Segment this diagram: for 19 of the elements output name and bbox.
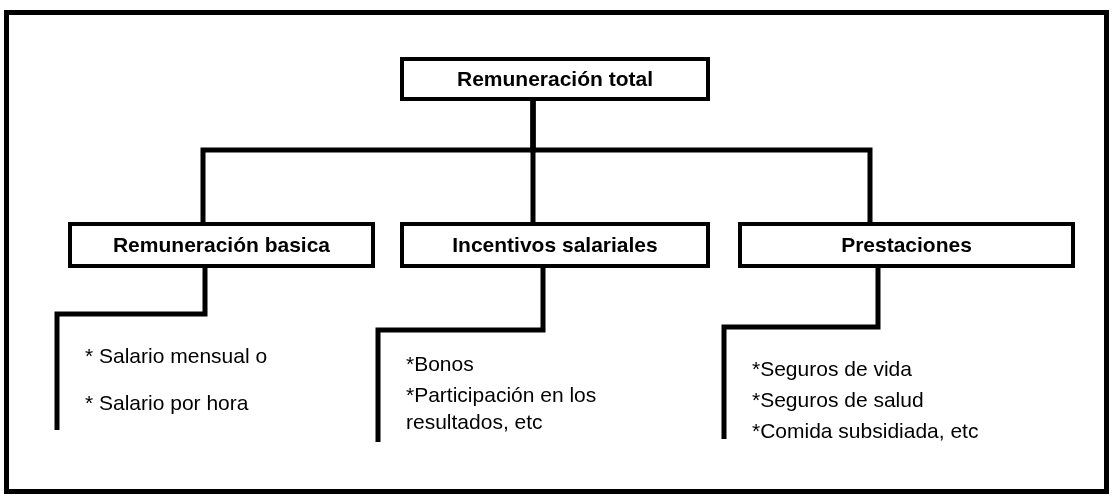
list-item: *Seguros de vida bbox=[752, 356, 913, 382]
list-item: *Participación en los resultados, etc bbox=[406, 382, 598, 435]
category-box bbox=[738, 222, 1075, 268]
box-title: Remuneración basica bbox=[112, 232, 331, 259]
category-box bbox=[400, 57, 710, 101]
list-item: * Salario mensual o bbox=[85, 343, 269, 369]
connector-line bbox=[54, 268, 208, 430]
box-title: Incentivos salariales bbox=[452, 232, 658, 259]
connector-line bbox=[375, 268, 546, 442]
list-item: *Seguros de salud bbox=[752, 387, 925, 413]
box-title: Prestaciones bbox=[841, 232, 972, 259]
list-item: *Comida subsidiada, etc bbox=[752, 418, 980, 444]
connector-line bbox=[530, 101, 873, 222]
list-item: * Salario por hora bbox=[85, 390, 250, 416]
list-item: *Bonos bbox=[406, 351, 475, 377]
connector-line bbox=[721, 268, 881, 439]
box-title: Remuneración total bbox=[456, 66, 653, 93]
category-box bbox=[400, 222, 710, 268]
category-box bbox=[68, 222, 375, 268]
